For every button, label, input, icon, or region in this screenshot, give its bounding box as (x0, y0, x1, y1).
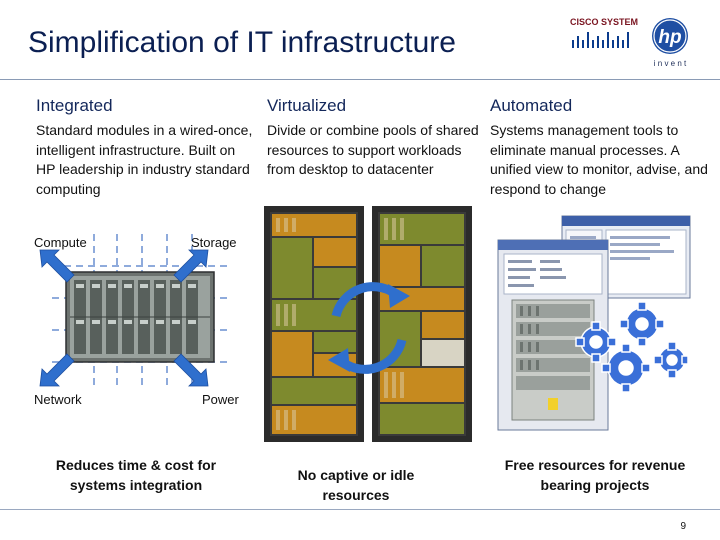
compute-arrow-icon (39, 249, 75, 283)
gear-icon (601, 343, 651, 393)
title-divider (0, 79, 720, 80)
column-description-integrated: Standard modules in a wired-once, intell… (36, 122, 253, 197)
footer-divider (0, 509, 720, 510)
column-footer-integrated: Reduces time & cost for systems integrat… (55, 457, 217, 493)
left-rack (264, 206, 364, 442)
slide-title: Simplification of IT infrastructure (28, 26, 456, 59)
network-arrow-icon (39, 353, 75, 387)
cisco-logo-text: CISCO SYSTEMS (570, 17, 638, 27)
column-heading-integrated: Integrated (36, 96, 113, 115)
network-label: Network (34, 392, 82, 407)
power-arrow-icon (173, 353, 209, 387)
storage-arrow-icon (173, 249, 209, 283)
column-footer-automated: Free resources for revenue bearing proje… (504, 457, 686, 493)
gear-icon (653, 341, 689, 379)
gear-icon (619, 301, 665, 347)
right-rack (372, 206, 472, 442)
column-heading-automated: Automated (490, 96, 573, 115)
integrated-diagram (32, 228, 262, 408)
blade-enclosure (65, 271, 215, 363)
column-footer-virtualized: No captive or idle resources (297, 467, 415, 503)
column-heading-virtualized: Virtualized (267, 96, 347, 115)
hp-tagline: i n v e n t (654, 59, 687, 68)
hp-logo-text: hp (658, 27, 681, 48)
virtualized-diagram (262, 204, 476, 444)
compute-label: Compute (34, 235, 87, 250)
hp-logo: hp i n v e n t (646, 14, 694, 70)
column-description-virtualized: Divide or combine pools of shared resour… (267, 122, 479, 177)
storage-label: Storage (191, 235, 237, 250)
power-label: Power (202, 392, 239, 407)
cisco-logo: CISCO SYSTEMS (566, 14, 644, 54)
page-number: 9 (680, 521, 686, 532)
automated-diagram (492, 212, 692, 432)
column-description-automated: Systems management tools to eliminate ma… (490, 122, 708, 197)
gear-icon (575, 321, 617, 363)
